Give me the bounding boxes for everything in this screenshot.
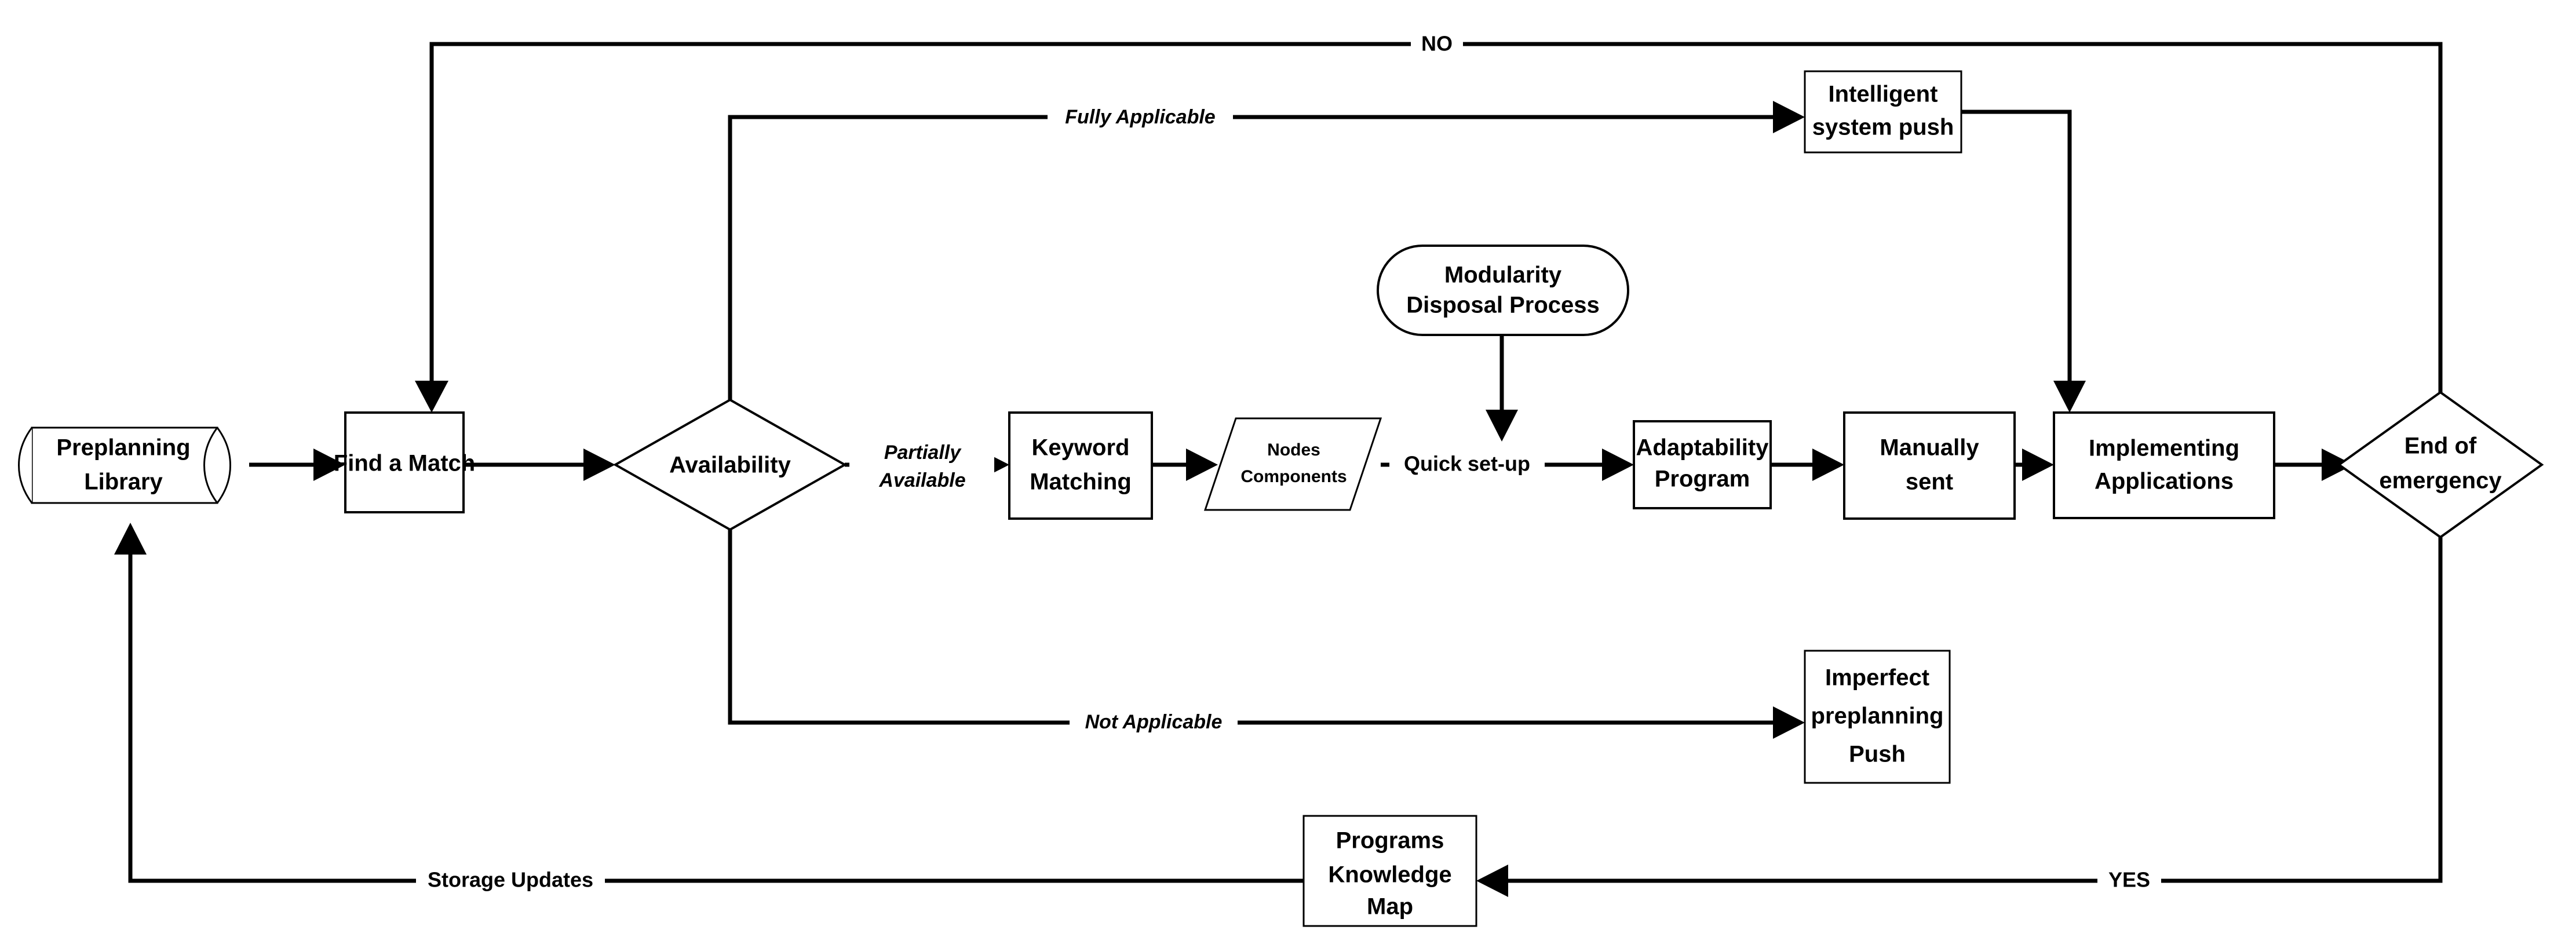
node-manually-sent[interactable]: Manually sent	[1843, 411, 2016, 520]
edge-keyword-to-nodes	[1152, 449, 1218, 481]
programs-map-line3: Map	[1367, 894, 1413, 920]
edge-label-no-text: NO	[1421, 32, 1453, 56]
modularity-line1: Modularity	[1444, 262, 1562, 288]
edge-library-to-find	[249, 449, 345, 481]
edge-label-storage-updates: Storage Updates	[416, 865, 605, 897]
arrowhead-modularity-to-setup	[1486, 410, 1518, 442]
edge-label-not-applicable-text: Not Applicable	[1085, 711, 1223, 733]
edge-find-to-availability	[464, 449, 615, 481]
edge-adaptability-to-manually	[1771, 449, 1844, 481]
keyword-matching-line2: Matching	[1030, 469, 1132, 495]
node-keyword-matching[interactable]: Keyword Matching	[1008, 411, 1153, 520]
node-find-a-match[interactable]: Find a Match	[334, 411, 475, 513]
node-programs-knowledge-map[interactable]: Programs Knowledge Map	[1302, 815, 1477, 927]
edge-not-applicable	[728, 528, 1805, 739]
arrowhead-yes	[1476, 865, 1508, 897]
node-availability[interactable]: Availability	[612, 398, 848, 531]
availability-label: Availability	[669, 453, 791, 478]
manually-sent-line1: Manually	[1880, 435, 1979, 461]
edge-label-partially-line2: Available	[878, 469, 965, 491]
edge-modularity-to-setup	[1486, 335, 1518, 442]
node-modularity-disposal-process[interactable]: Modularity Disposal Process	[1377, 245, 1629, 336]
arrowhead-nodes-to-adaptability	[1602, 449, 1634, 481]
edge-no	[415, 42, 2443, 413]
edge-label-partially-available: Partially Available	[849, 435, 994, 499]
intelligent-push-line2: system push	[1812, 115, 1954, 140]
arrowhead-intelligent-to-implementing	[2053, 381, 2086, 413]
arrowhead-adaptability-to-manually	[1812, 449, 1844, 481]
edge-label-not-applicable: Not Applicable	[1070, 707, 1238, 738]
node-implementing-applications[interactable]: Implementing Applications	[2053, 411, 2275, 519]
end-of-emergency-line1: End of	[2404, 433, 2477, 459]
arrowhead-storage-updates	[114, 523, 147, 555]
edge-label-partially-line1: Partially	[884, 442, 962, 464]
edge-manually-to-implementing	[2015, 449, 2054, 481]
preplanning-library-line1: Preplanning	[56, 435, 190, 461]
arrowhead-fully-applicable	[1773, 101, 1805, 133]
arrowhead-find-to-availability	[583, 449, 615, 481]
edge-label-storage-updates-text: Storage Updates	[428, 868, 593, 892]
nodes-components-line2: Components	[1240, 467, 1347, 486]
edge-intelligent-to-implementing	[1961, 110, 2086, 413]
arrowhead-keyword-to-nodes	[1186, 449, 1218, 481]
keyword-matching-line1: Keyword	[1032, 435, 1130, 461]
node-nodes-components[interactable]: Nodes Components	[1203, 417, 1382, 511]
imperfect-push-line1: Imperfect	[1825, 665, 1929, 691]
edge-label-no: NO	[1411, 28, 1463, 61]
manually-sent-line2: sent	[1906, 469, 1953, 495]
edge-label-fully-applicable-text: Fully Applicable	[1065, 106, 1215, 128]
modularity-line2: Disposal Process	[1406, 293, 1600, 318]
node-end-of-emergency[interactable]: End of emergency	[2337, 391, 2544, 539]
edge-label-fully-applicable: Fully Applicable	[1048, 102, 1233, 133]
adaptability-line1: Adaptability	[1636, 435, 1769, 461]
arrowhead-not-applicable	[1773, 706, 1805, 739]
imperfect-push-line2: preplanning	[1811, 703, 1944, 729]
arrowhead-library-to-find	[313, 449, 345, 481]
find-a-match-label: Find a Match	[334, 451, 475, 476]
node-imperfect-preplanning-push[interactable]: Imperfect preplanning Push	[1804, 650, 1951, 784]
edge-storage-updates	[114, 523, 1304, 883]
end-of-emergency-line2: emergency	[2379, 468, 2502, 494]
imperfect-push-line3: Push	[1849, 742, 1906, 767]
edge-yes	[1476, 537, 2443, 897]
arrowhead-no	[415, 381, 448, 413]
edge-label-yes-text: YES	[2108, 868, 2150, 892]
programs-map-line1: Programs	[1336, 828, 1444, 854]
node-intelligent-system-push[interactable]: Intelligent system push	[1804, 70, 1962, 154]
node-preplanning-library[interactable]: Preplanning Library	[18, 426, 231, 504]
intelligent-push-line1: Intelligent	[1829, 82, 1938, 107]
edge-label-quick-set-up-text: Quick set-up	[1404, 452, 1530, 476]
programs-map-line2: Knowledge	[1328, 862, 1451, 888]
edge-label-yes: YES	[2097, 865, 2161, 897]
implementing-line1: Implementing	[2089, 436, 2239, 461]
preplanning-library-line2: Library	[84, 469, 163, 495]
edge-label-quick-set-up: Quick set-up	[1389, 449, 1545, 480]
nodes-components-line1: Nodes	[1267, 440, 1320, 460]
implementing-line2: Applications	[2095, 469, 2234, 494]
edge-fully-applicable	[728, 101, 1805, 411]
arrowhead-manually-to-implementing	[2022, 449, 2054, 481]
adaptability-line2: Program	[1655, 466, 1750, 492]
node-adaptability-program[interactable]: Adaptability Program	[1633, 420, 1772, 509]
